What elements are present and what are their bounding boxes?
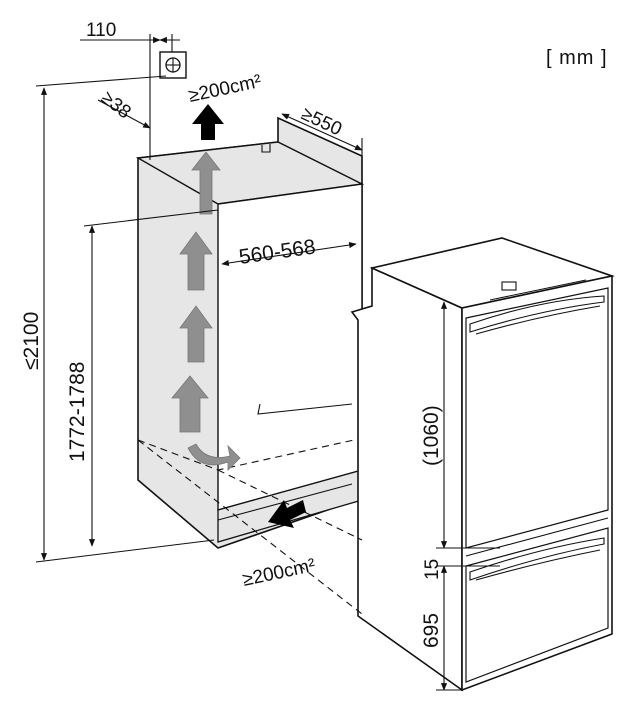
airflow-arrow-4 [171,375,209,433]
top-vent-arrow [192,104,224,140]
dim-left-offset: 110 [86,20,116,41]
airflow-arrow-1 [191,151,221,215]
dim-lower-door: 695 [420,613,443,648]
dim-top-gap: ≥38 [97,87,135,123]
airflow-arrows [171,151,241,471]
airflow-arrow-5 [187,443,241,471]
dim-niche-height: 1772-1788 [66,362,89,462]
vent-area-bottom: ≥200cm² [241,555,318,591]
lower-door-trim [469,537,605,581]
upper-door-trim [469,295,605,333]
cabinet-niche [135,116,365,549]
guide-lines [137,439,363,615]
power-socket-icon [159,51,187,79]
bottom-vent-arrow [268,500,306,528]
dim-door-gap: 15 [422,559,443,580]
airflow-arrow-2 [179,231,213,291]
airflow-arrow-3 [179,305,213,363]
dim-upper-door: (1060) [420,405,443,466]
niche-opening [217,183,363,511]
fridge-side [350,266,463,692]
vent-arrows [192,104,306,528]
refrigerator [350,237,615,692]
upper-door [465,287,609,549]
dim-total-height: ≤2100 [20,312,43,370]
dimension-lines [35,34,500,691]
unit-label: [ mm ] [546,47,608,69]
vent-area-top: ≥200cm² [187,71,264,107]
